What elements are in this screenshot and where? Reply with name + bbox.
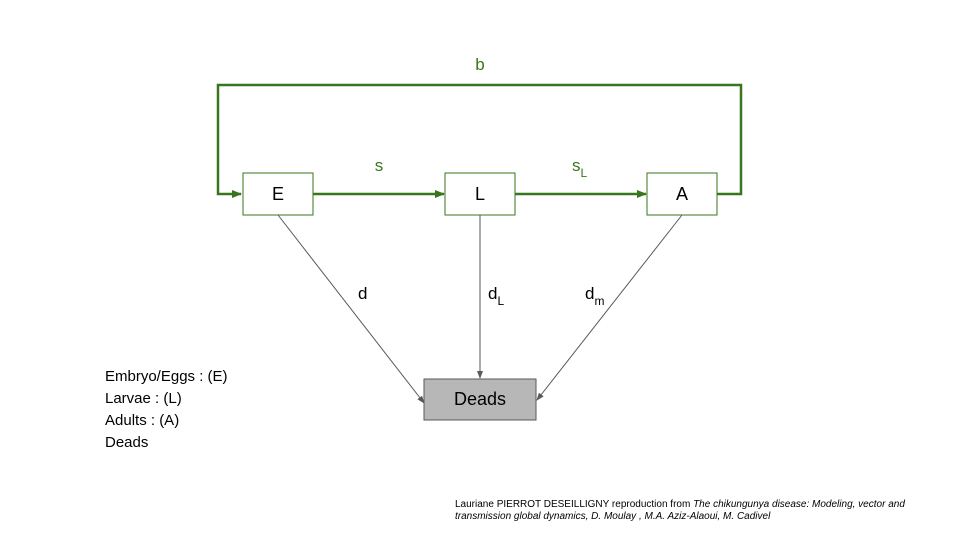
eggs-to-larvae-rate-label: s bbox=[375, 156, 384, 175]
credit-author: Lauriane PIERROT DESEILLIGNY reproductio… bbox=[455, 499, 694, 510]
larvae-to-adults-rate-base: s bbox=[572, 156, 581, 175]
larvae-death-rate-label: dL bbox=[488, 284, 504, 308]
eggs-node: E bbox=[242, 172, 314, 216]
larvae-death-rate-base: d bbox=[488, 284, 497, 303]
larvae-to-adults-rate-label: sL bbox=[572, 156, 588, 180]
legend: Embryo/Eggs : (E) Larvae : (L) Adults : … bbox=[105, 366, 228, 454]
birth-rate-label: b bbox=[475, 55, 484, 74]
larvae-death-rate-sub: L bbox=[497, 294, 504, 308]
legend-item-larvae: Larvae : (L) bbox=[105, 390, 182, 407]
adults-node-label: A bbox=[676, 184, 688, 204]
larvae-node-label: L bbox=[475, 184, 485, 204]
birth-arrow bbox=[216, 83, 743, 198]
credit-source-title: The chikungunya disease: Modeling, vecto… bbox=[455, 499, 905, 522]
source-credit: Lauriane PIERROT DESEILLIGNY reproductio… bbox=[455, 499, 935, 523]
legend-item-adults: Adults : (A) bbox=[105, 412, 180, 429]
larvae-box bbox=[444, 172, 516, 216]
eggs-node-label: E bbox=[272, 184, 284, 204]
eggs-box bbox=[242, 172, 314, 216]
eggs-death-rate-label: d bbox=[358, 284, 367, 303]
deads-node-label: Deads bbox=[454, 389, 506, 409]
legend-item-deads: Deads bbox=[105, 434, 149, 451]
adults-box bbox=[646, 172, 718, 216]
adults-node: A bbox=[646, 172, 718, 216]
legend-item-eggs: Embryo/Eggs : (E) bbox=[105, 368, 228, 385]
larvae-to-adults-rate-sub: L bbox=[581, 166, 588, 180]
adults-death-arrow bbox=[536, 214, 683, 401]
adults-death-rate-sub: m bbox=[594, 294, 604, 308]
eggs-death-arrow bbox=[277, 214, 425, 404]
adults-death-rate-label: dm bbox=[585, 284, 604, 308]
deads-node: Deads bbox=[423, 378, 537, 421]
larvae-node: L bbox=[444, 172, 516, 216]
adults-death-rate-base: d bbox=[585, 284, 594, 303]
deads-box bbox=[423, 378, 537, 421]
